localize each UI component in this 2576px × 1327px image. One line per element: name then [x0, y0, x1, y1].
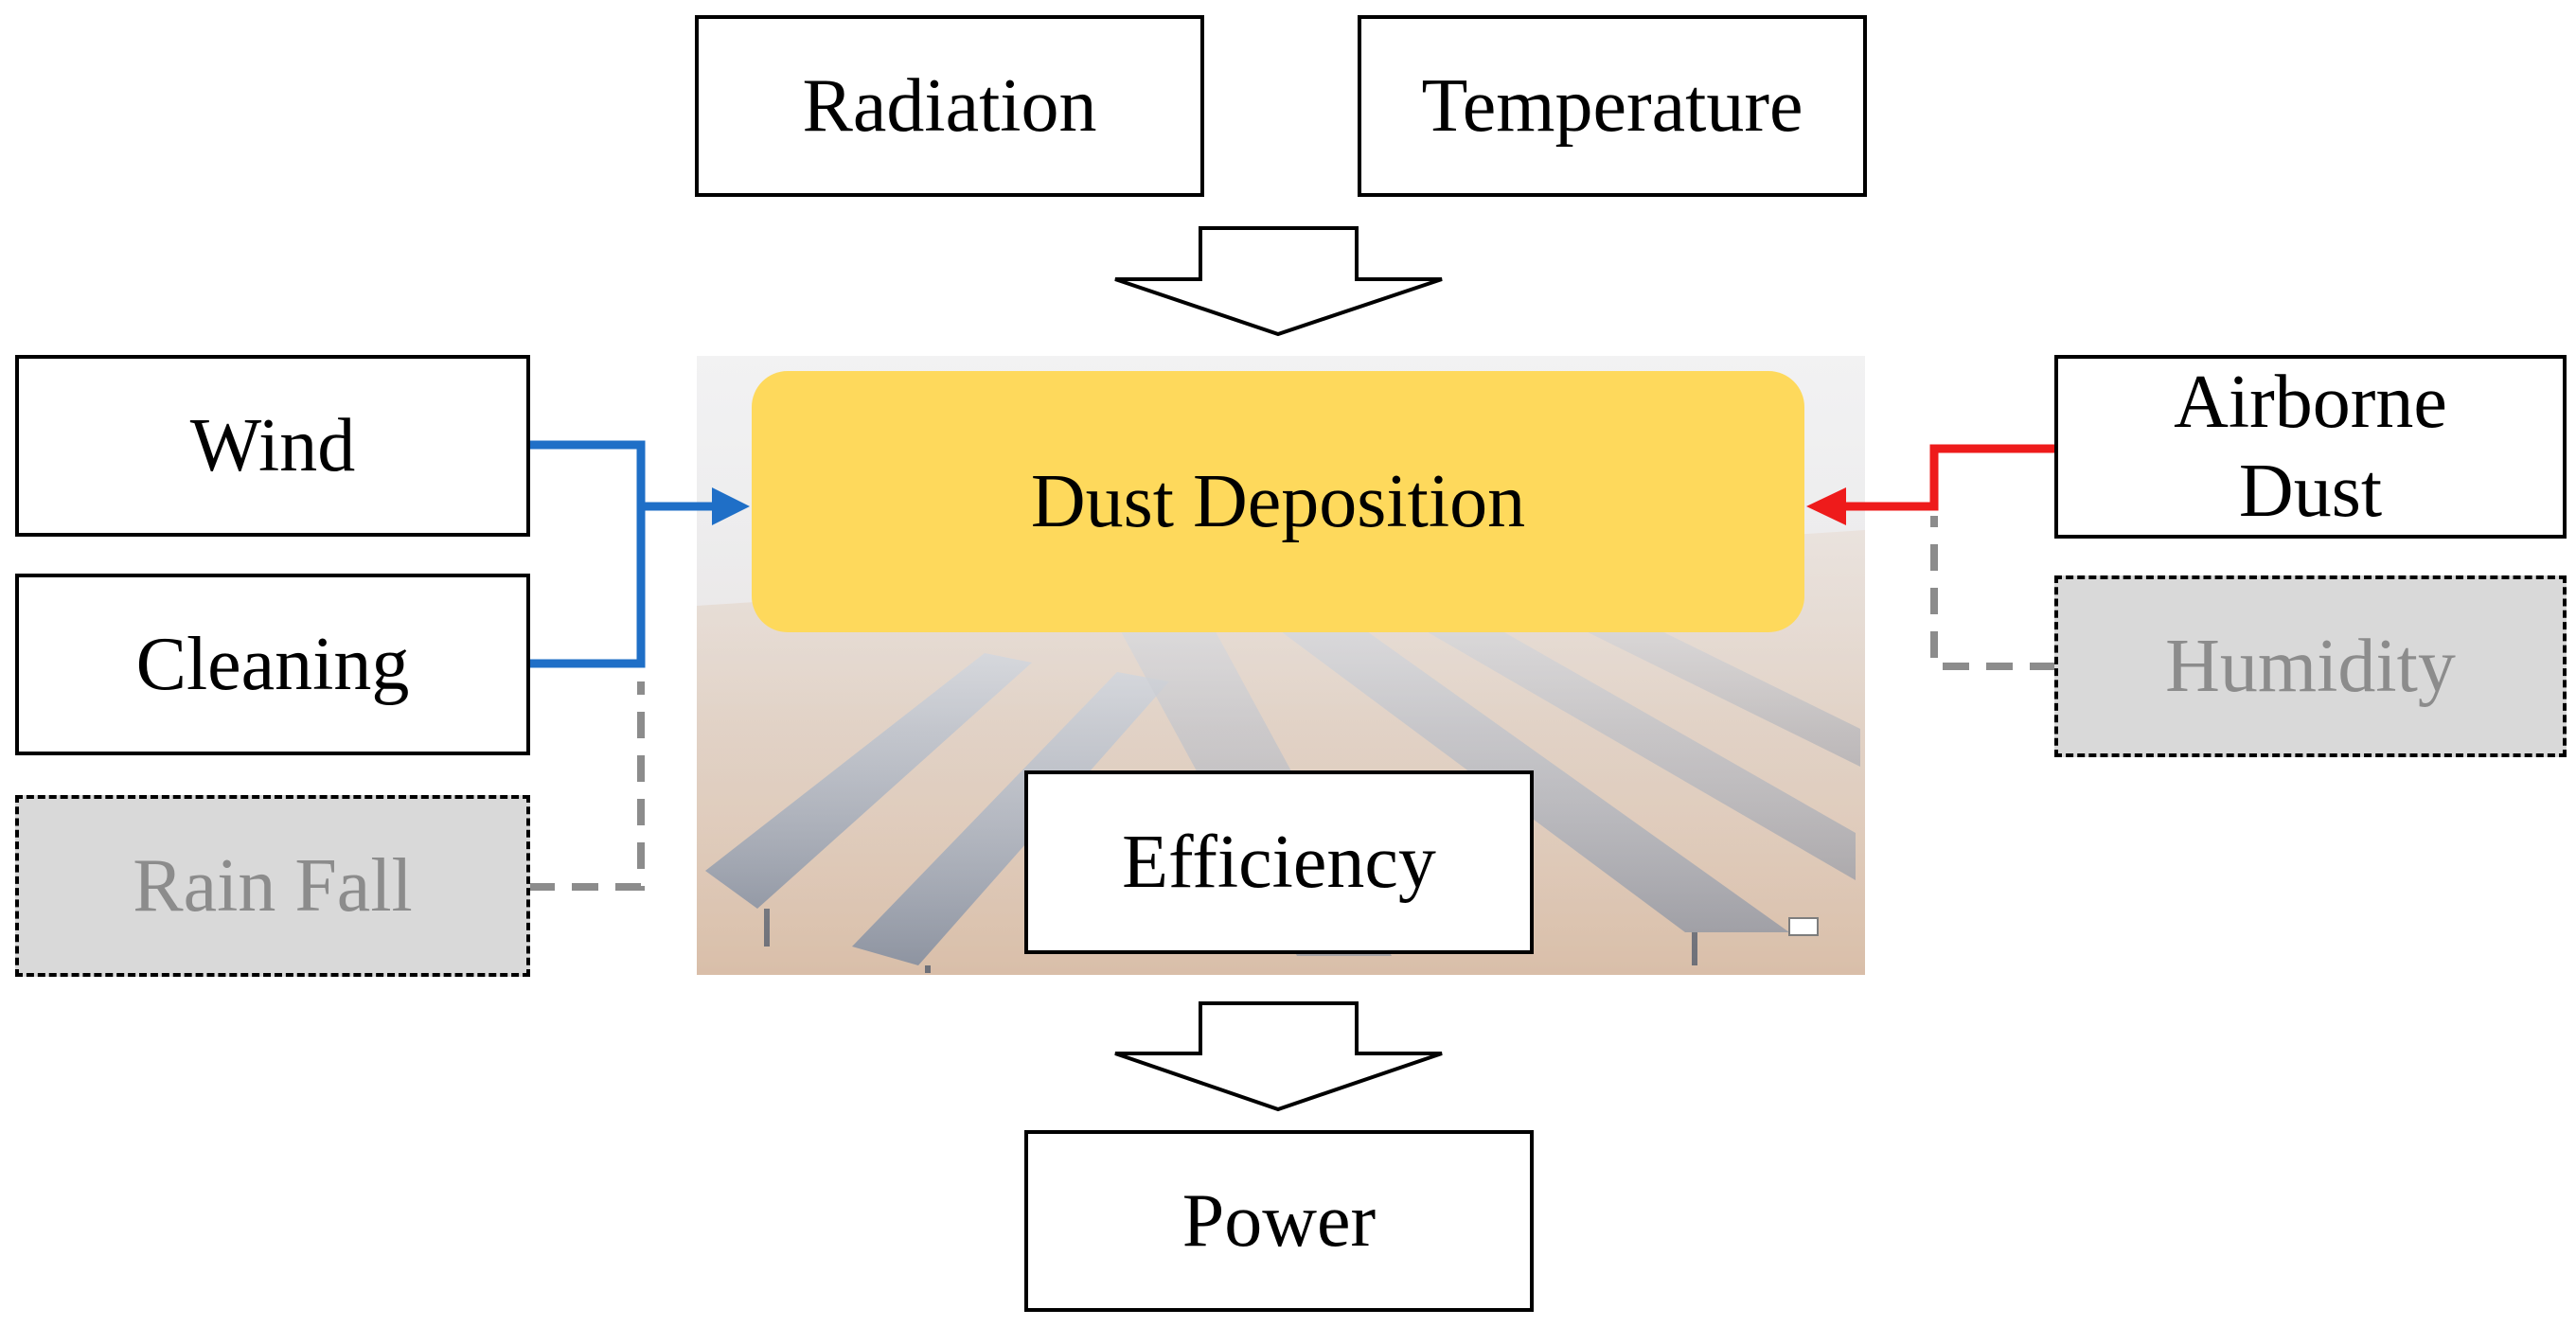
red-arrowhead: [1806, 487, 1846, 525]
cleaning-node: Cleaning: [15, 574, 530, 755]
airborne-dust-node: Airborne Dust: [2054, 355, 2567, 539]
down-arrow-top: [1114, 226, 1443, 337]
dust-deposition-label: Dust Deposition: [1030, 459, 1526, 543]
efficiency-label: Efficiency: [1122, 820, 1436, 904]
temperature-node: Temperature: [1358, 15, 1867, 197]
airborne-dust-label: Airborne Dust: [2174, 360, 2447, 533]
cleaning-connector: [528, 506, 646, 668]
wind-label: Wind: [189, 403, 356, 487]
rain-fall-connector: [528, 681, 645, 891]
temperature-label: Temperature: [1421, 63, 1803, 148]
down-arrow-bottom: [1114, 1001, 1443, 1112]
radiation-node: Radiation: [695, 15, 1204, 197]
power-node: Power: [1024, 1130, 1534, 1312]
radiation-label: Radiation: [802, 63, 1097, 148]
dust-deposition-node: Dust Deposition: [752, 371, 1804, 632]
rain-fall-label: Rain Fall: [133, 843, 413, 928]
wind-connector: [528, 440, 646, 506]
humidity-connector: [1930, 516, 2056, 670]
airborne-dust-connector: [1844, 444, 2056, 511]
cleaning-label: Cleaning: [135, 622, 410, 706]
blue-arrowhead: [712, 487, 750, 525]
wind-node: Wind: [15, 355, 530, 537]
humidity-node: Humidity: [2054, 575, 2567, 757]
power-label: Power: [1181, 1178, 1377, 1263]
humidity-label: Humidity: [2165, 624, 2456, 708]
efficiency-node: Efficiency: [1024, 770, 1534, 954]
rain-fall-node: Rain Fall: [15, 795, 530, 977]
